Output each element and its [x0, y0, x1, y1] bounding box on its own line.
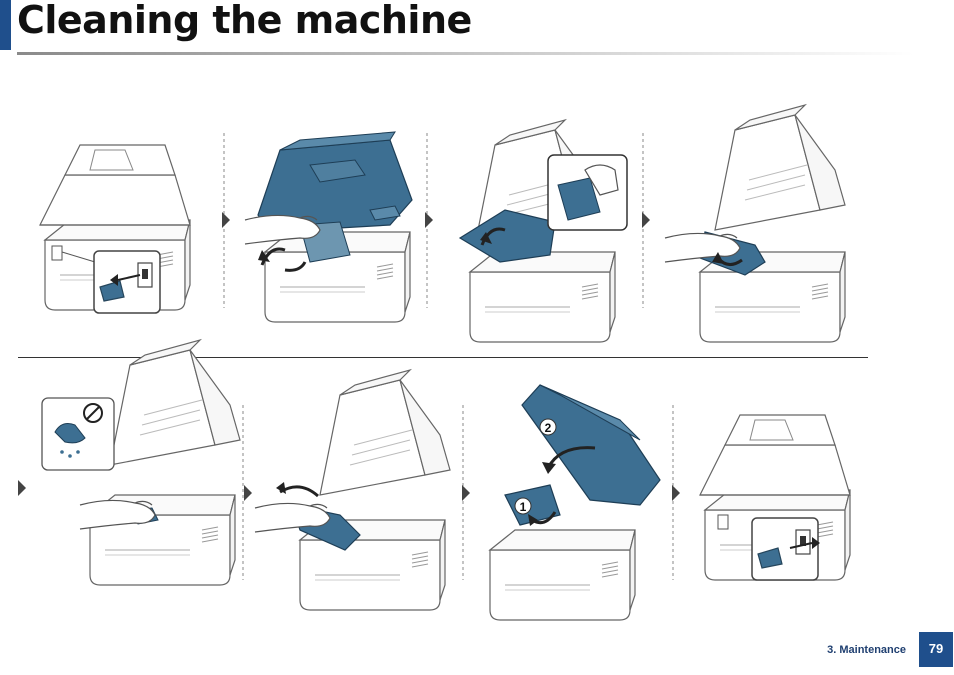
- footer-section-label: 3. Maintenance: [827, 644, 906, 656]
- step-frame-plug-in: [672, 415, 850, 580]
- step-frame-open-cover: [425, 120, 627, 342]
- step-frame-insert-toner: [244, 370, 450, 610]
- unplug-icon: [94, 251, 160, 313]
- step-frame-lift-scanner: [222, 132, 412, 322]
- callout-1: 1: [520, 500, 527, 514]
- plug-in-icon: [752, 518, 820, 580]
- step-frame-wipe: [18, 340, 240, 585]
- step-frame-unplug: [40, 145, 190, 313]
- callout-2: 2: [545, 421, 552, 435]
- step-frame-remove-toner: [642, 105, 845, 342]
- step-frame-close-covers: 1 2: [462, 385, 660, 620]
- no-water-icon: [42, 398, 114, 470]
- page-number-badge: 79: [919, 632, 953, 667]
